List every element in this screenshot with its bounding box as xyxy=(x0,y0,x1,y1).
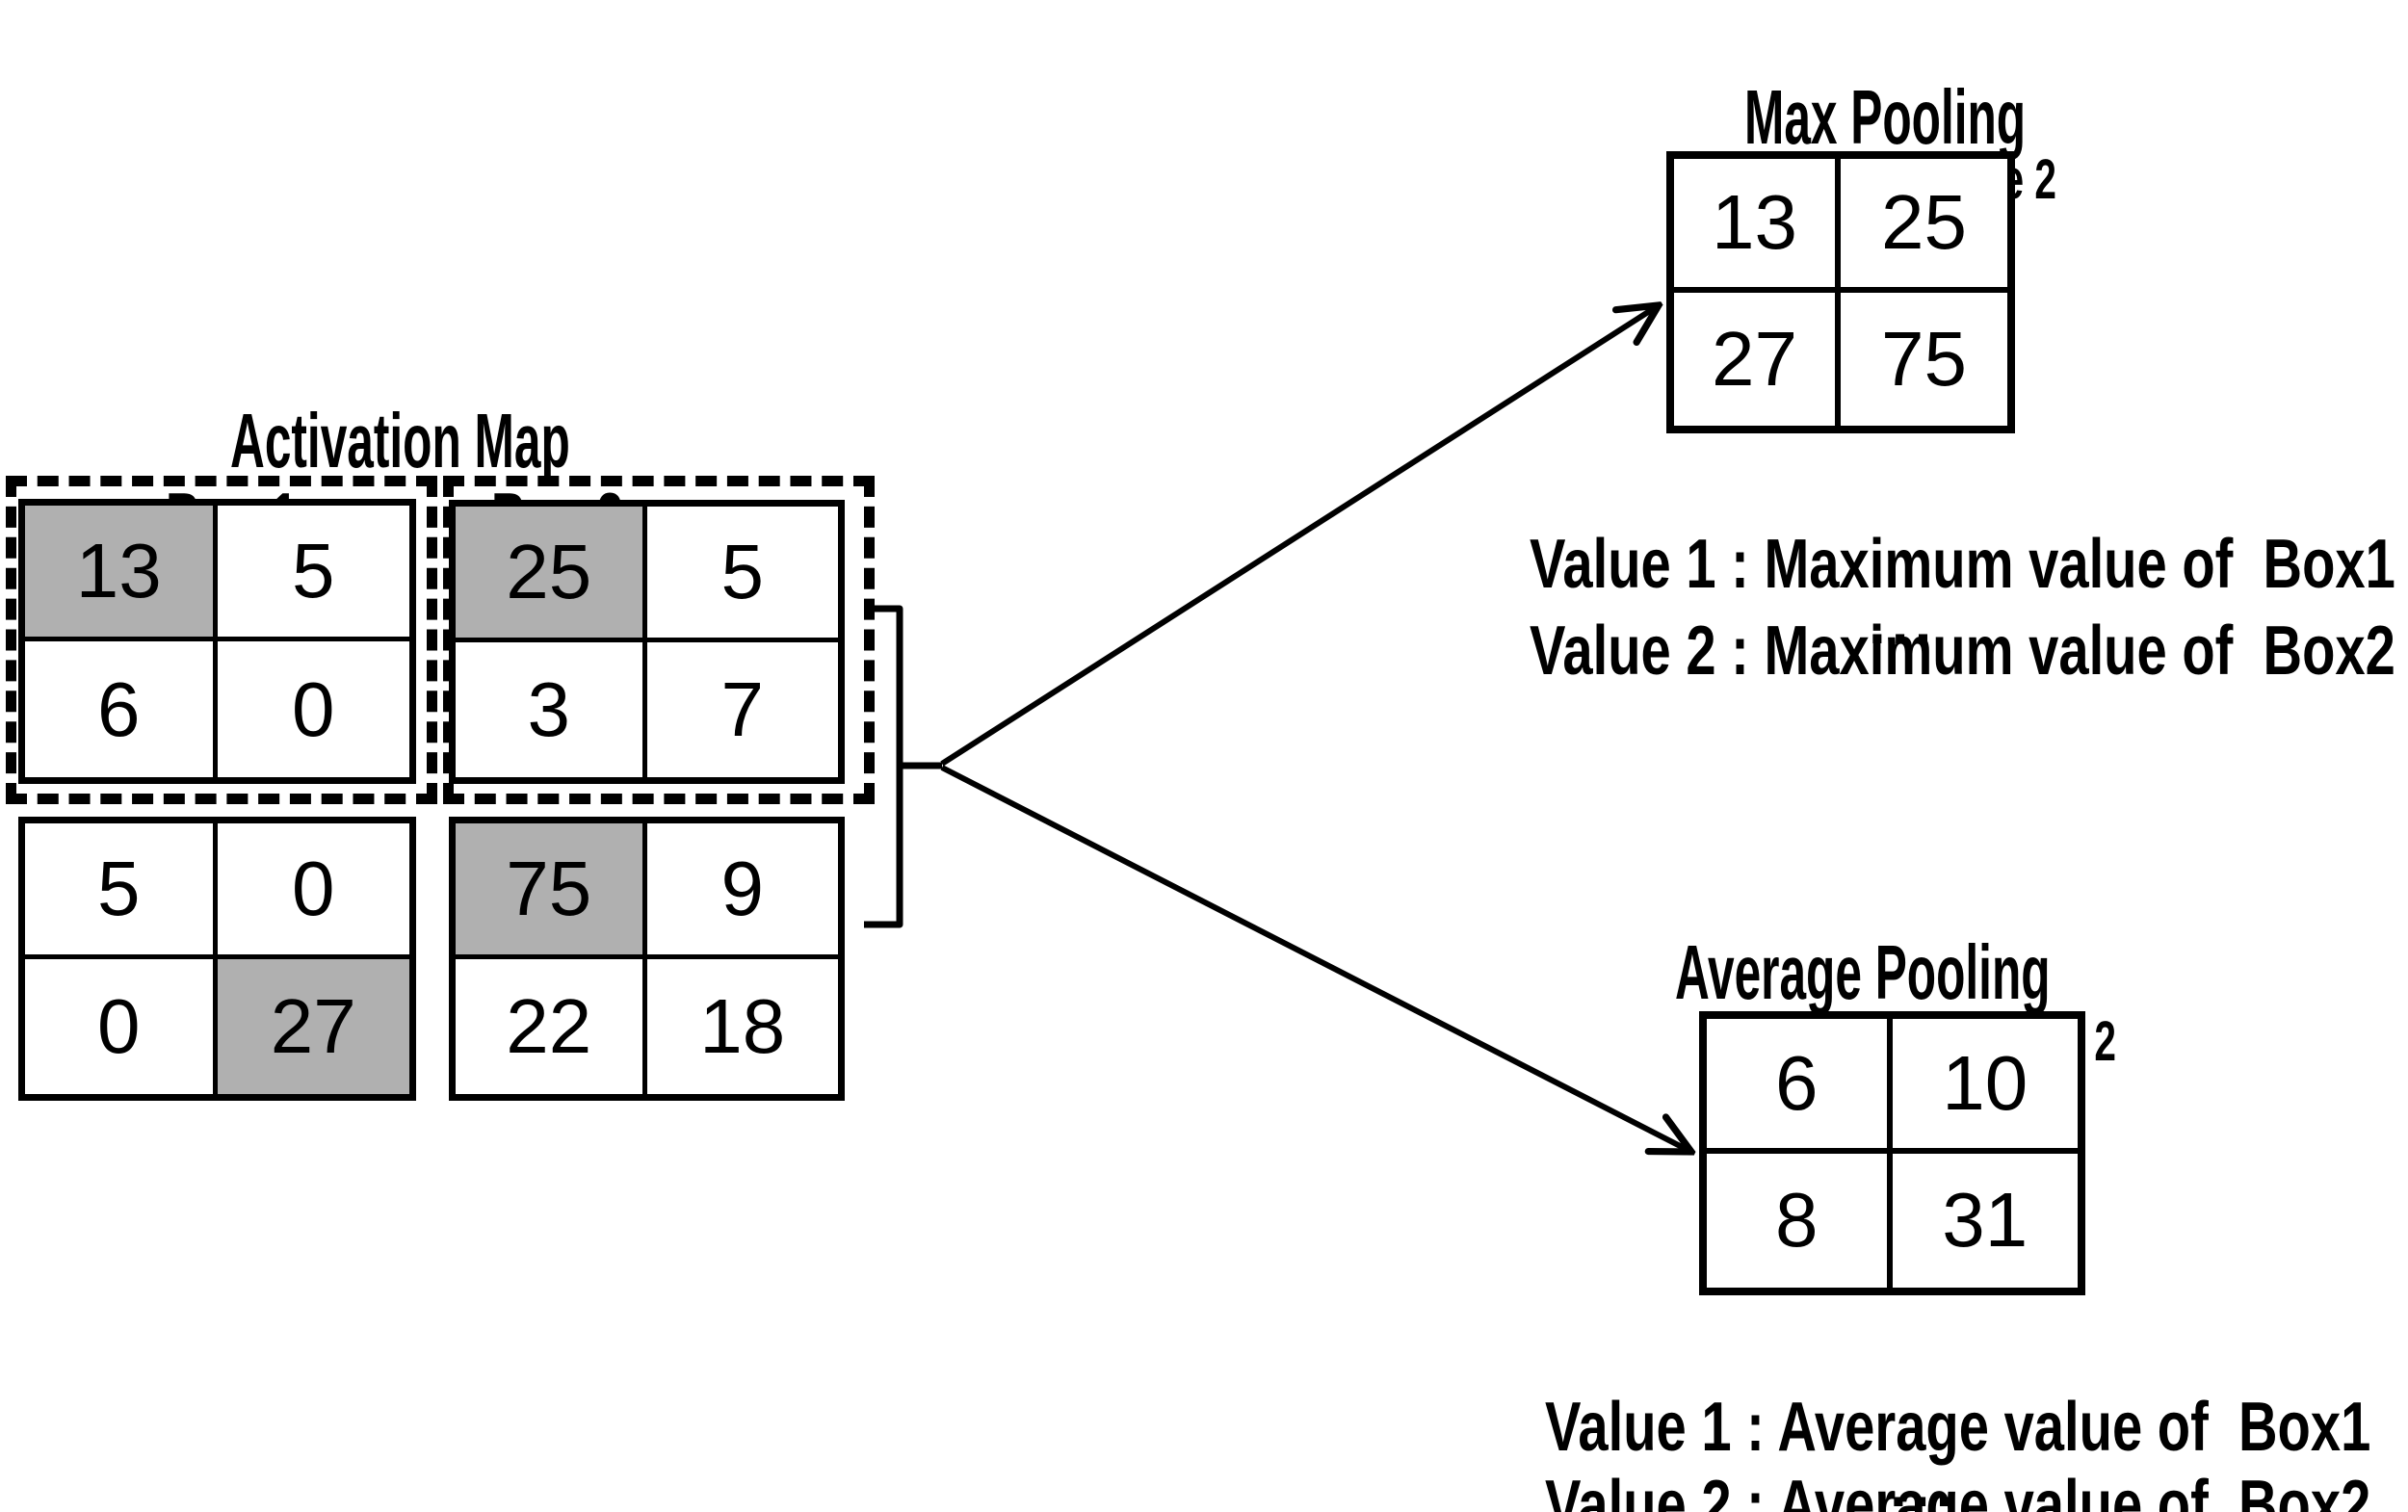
grid-cell: 7 xyxy=(720,665,765,752)
average-pooling-title-text: Average Pooling xyxy=(1674,929,2051,1015)
activation-grid-box1: 13 5 6 0 xyxy=(18,499,416,784)
max-pooling-note-1: Value 1 : Maximum value of Box1 xyxy=(1453,460,2408,668)
table-cell: 31 xyxy=(1942,1177,2028,1264)
average-pooling-table: 6 10 8 31 xyxy=(1699,1011,2085,1295)
activation-grid-bottom-left: 5 0 0 27 xyxy=(18,817,416,1101)
table-cell: 27 xyxy=(1674,292,1841,426)
activation-grid-box2: 25 5 3 7 xyxy=(449,500,845,784)
max-pooling-ellipsis: ... xyxy=(1869,587,1938,657)
max-pooling-table: 13 25 27 75 xyxy=(1666,151,2015,433)
grid-cell: 22 xyxy=(456,958,647,1094)
grid-cell: 75 xyxy=(456,823,647,959)
average-pooling-note-1: Value 1 : Average value of Box1 xyxy=(1468,1323,2408,1512)
arrow-to-average-pooling-icon xyxy=(940,765,1691,1152)
max-pooling-title-text: Max Pooling xyxy=(1743,74,2027,160)
average-pooling-ellipsis: ... xyxy=(1890,1450,1959,1512)
activation-grid-bottom-right: 75 9 22 18 xyxy=(449,817,845,1101)
grid-cell: 13 xyxy=(25,506,218,641)
grid-cell: 6 xyxy=(25,641,218,777)
note-text: Value 2 : Average value of Box2 xyxy=(1545,1467,2371,1512)
note-text: Value 2 : Maximum value of Box2 xyxy=(1530,613,2395,690)
table-cell: 8 xyxy=(1707,1153,1893,1288)
max-pooling-title: Max Pooling xyxy=(1659,2,2198,233)
activation-map-title: Activation Map xyxy=(144,326,778,557)
box1-dashed-outline xyxy=(6,476,437,804)
grid-cell: 0 xyxy=(217,823,409,959)
table-cell: 6 xyxy=(1707,1019,1893,1154)
note-text: Value 1 : Average value of Box1 xyxy=(1545,1389,2371,1466)
max-pooling-note-2: Value 2 : Maximum value of Box2 xyxy=(1453,547,2408,755)
note-text: Value 1 : Maximum value of Box1 xyxy=(1530,526,2395,603)
average-pooling-note-2: Value 2 : Average value of Box2 xyxy=(1468,1401,2408,1512)
average-pooling-title: Average Pooling xyxy=(1589,857,2280,1088)
grid-cell: 5 xyxy=(646,507,838,642)
activation-map-title-text: Activation Map xyxy=(229,398,570,483)
grid-cell: 18 xyxy=(699,982,786,1069)
grid-cell: 27 xyxy=(217,958,409,1094)
table-cell: 75 xyxy=(1881,315,1967,402)
grid-cell: 9 xyxy=(646,823,838,959)
table-cell: 25 xyxy=(1841,159,2007,293)
grid-cell: 0 xyxy=(292,665,335,752)
grid-cell: 5 xyxy=(25,823,218,959)
grid-cell: 3 xyxy=(456,641,647,777)
grid-cell: 25 xyxy=(456,507,647,642)
table-cell: 13 xyxy=(1674,159,1841,293)
grid-cell: 0 xyxy=(25,958,218,1094)
grid-cell: 5 xyxy=(217,506,409,641)
table-cell: 10 xyxy=(1892,1019,2078,1154)
